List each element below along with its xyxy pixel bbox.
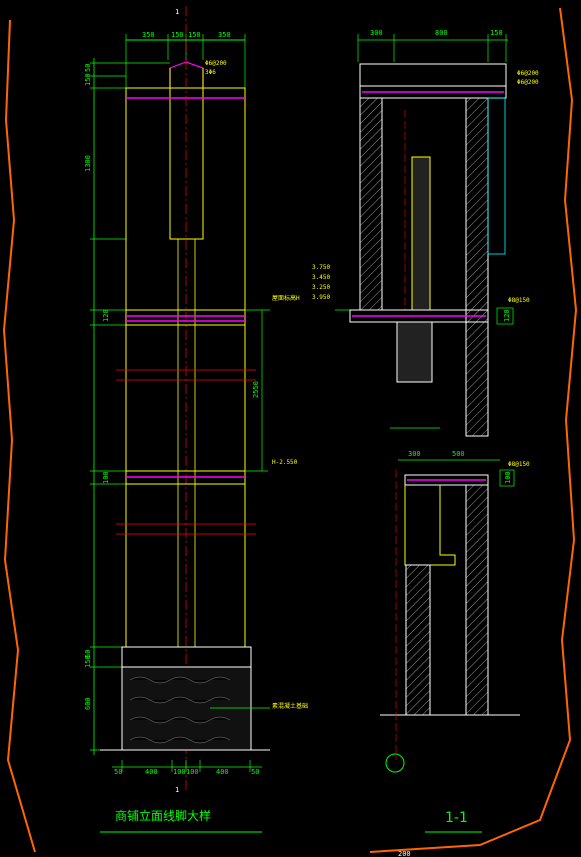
level-2: 3.450 [312,274,330,281]
sheet-border-right [369,7,578,853]
dim-lower: 100 [504,471,512,484]
lower-dim-1: 300 [408,450,421,458]
right-top-dim-1: 300 [370,29,383,37]
dim-mid: 120 [503,309,511,322]
level-note-2: H-2.550 [272,459,298,466]
section-label: 1-1 [445,810,468,826]
bottom-dim-3: 100 [173,768,186,776]
left-dim-100: 100 [102,471,110,484]
left-dim-150: 150 [84,73,92,86]
lower-dim-2: 500 [452,450,465,458]
top-dim-1: 350 [142,31,155,39]
rebar-note-mid: Φ8@150 [508,297,530,304]
right-rebar-note-2: Φ6@200 [517,79,539,86]
left-dim-50: 50 [84,64,92,72]
foundation-note: 素混凝土基础 [272,702,308,710]
top-dim-4: 350 [218,31,231,39]
rebar-note-top-2: 3Φ6 [205,69,216,76]
bottom-dim-1: 50 [114,768,122,776]
left-elevation: 350 150 150 350 1 50 150 1300 120 2550 1… [84,6,308,833]
bottom-label: 200 [398,850,411,857]
right-top-dim-2: 800 [435,29,448,37]
left-dim-2550: 2550 [252,381,260,398]
left-dim-120: 120 [102,309,110,322]
left-dim-1300: 1300 [84,155,92,172]
left-dim-50b: 50 [84,650,92,658]
top-dim-2: 150 [171,31,184,39]
rebar-note-top: Φ6@200 [205,60,227,67]
level-3: 3.250 [312,284,330,291]
right-rebar-note-1: Φ6@200 [517,70,539,77]
level-4: 3.950 [312,294,330,301]
bottom-dim-2: 400 [145,768,158,776]
sheet-border [2,19,36,853]
drawing-title: 商铺立面线脚大样 [115,808,211,823]
top-dim-3: 150 [188,31,201,39]
bottom-dim-6: 50 [251,768,259,776]
level-1: 3.750 [312,264,330,271]
left-dim-600: 600 [84,697,92,710]
section-marker-bottom: 1 [175,786,179,794]
bottom-dim-4: 100 [186,768,199,776]
rebar-note-lower: Φ8@150 [508,461,530,468]
right-section: 300 800 150 Φ6@200 Φ6@200 3.750 3.450 3.… [312,29,539,857]
right-top-dim-3: 150 [490,29,503,37]
level-note-1: 屋面标高H [272,294,300,302]
left-dim-150b: 150 [84,655,92,668]
bottom-dim-5: 400 [216,768,229,776]
section-marker-top: 1 [175,8,179,16]
